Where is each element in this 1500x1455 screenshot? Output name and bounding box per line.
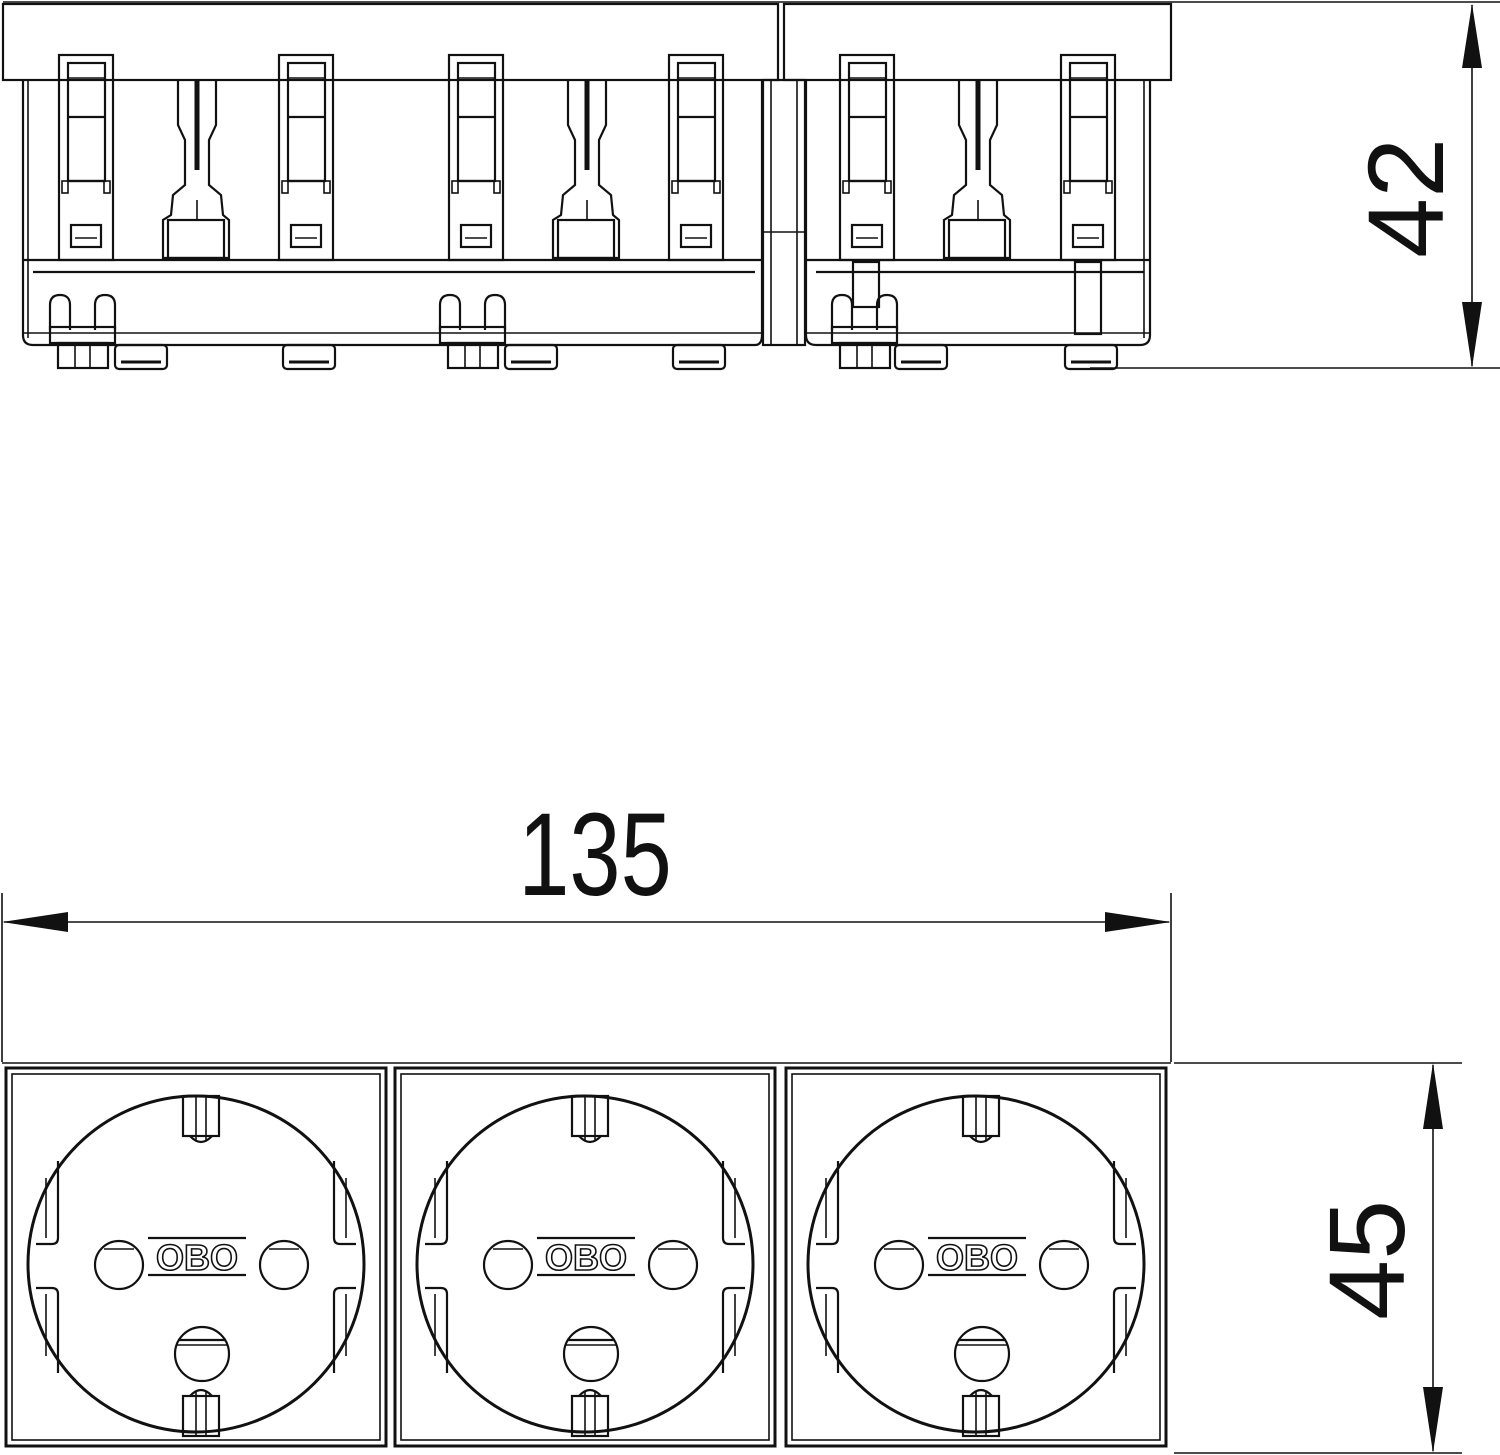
dimension-label-45: 45 xyxy=(1306,1200,1427,1320)
arrow-left-icon xyxy=(2,912,68,932)
obo-logo: OBO xyxy=(537,1236,635,1279)
height-dimension-42: 42 xyxy=(1090,4,1500,369)
obo-logo: OBO xyxy=(148,1236,246,1279)
arrow-right-icon xyxy=(1105,912,1171,932)
svg-text:OBO: OBO xyxy=(936,1237,1018,1278)
arrow-down-icon xyxy=(1462,302,1482,368)
width-dimension-135: 135 xyxy=(1,789,1172,1062)
svg-text:OBO: OBO xyxy=(156,1237,238,1278)
dimension-label-135: 135 xyxy=(518,789,672,921)
side-view xyxy=(1,1,1500,371)
arrow-up-icon xyxy=(1462,4,1482,68)
front-view: OBO OBO OBO xyxy=(2,1062,1171,1448)
arrow-down-icon xyxy=(1423,1387,1443,1453)
height-dimension-45: 45 xyxy=(1174,1062,1462,1454)
svg-text:OBO: OBO xyxy=(545,1237,627,1278)
arrow-up-icon xyxy=(1423,1063,1443,1129)
obo-logo: OBO xyxy=(928,1236,1026,1279)
dimension-label-42: 42 xyxy=(1345,138,1466,258)
